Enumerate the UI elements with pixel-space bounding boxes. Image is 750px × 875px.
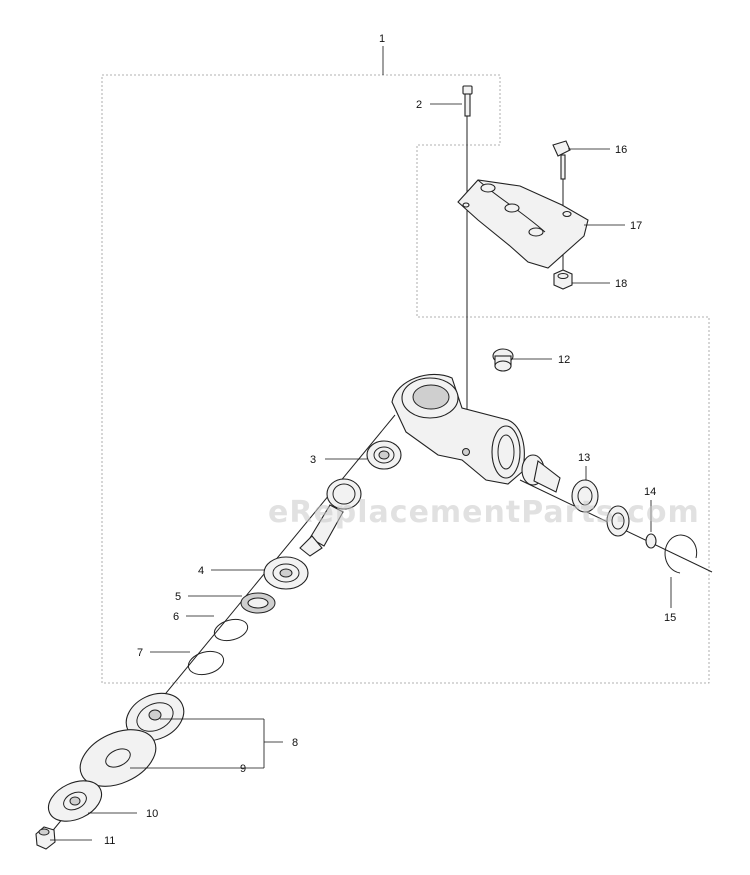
snap-ring-part-15 (664, 534, 698, 574)
callout-15: 15 (664, 612, 676, 624)
screw-part-16 (552, 140, 571, 180)
callout-13: 13 (578, 452, 590, 464)
callout-3: 3 (310, 454, 316, 466)
bolt-part-2 (462, 85, 473, 117)
callout-12: 12 (558, 354, 570, 366)
callout-11: 11 (104, 835, 115, 847)
nut-part-18 (553, 269, 573, 290)
flange-part-9 (79, 729, 157, 787)
nut-part-11 (35, 826, 56, 850)
callout-9: 9 (240, 763, 246, 775)
ring-part-7 (187, 650, 225, 676)
callout-2: 2 (416, 99, 422, 111)
bearing-part-13 (571, 479, 599, 513)
callout-1: 1 (379, 33, 385, 45)
plug-part-12 (492, 348, 514, 372)
callout-6: 6 (173, 611, 179, 623)
ring-part-6 (213, 618, 249, 642)
callout-7: 7 (137, 647, 143, 659)
assembly-frame (101, 74, 710, 684)
callout-16: 16 (615, 144, 627, 156)
leader-bracket-8-9 (263, 719, 283, 768)
washer-part-10 (47, 780, 103, 822)
guard-bracket-part-17 (457, 179, 589, 269)
callout-4: 4 (198, 565, 204, 577)
bearing-part-3 (366, 440, 402, 470)
bearing-part-4 (263, 556, 309, 590)
callout-5: 5 (175, 591, 181, 603)
seal-part-5 (240, 592, 276, 614)
callout-18: 18 (615, 278, 627, 290)
callout-10: 10 (146, 808, 158, 820)
seal-output (606, 505, 630, 537)
output-gear (521, 454, 561, 493)
support-cup-part-8 (125, 692, 185, 742)
bevel-pinion-shaft (299, 478, 362, 557)
callout-17: 17 (630, 220, 642, 232)
watermark-text: eReplacementParts.com (268, 495, 700, 530)
callout-8: 8 (292, 737, 298, 749)
callout-14: 14 (644, 486, 656, 498)
gear-housing (391, 373, 525, 485)
washer-part-14 (645, 533, 657, 549)
